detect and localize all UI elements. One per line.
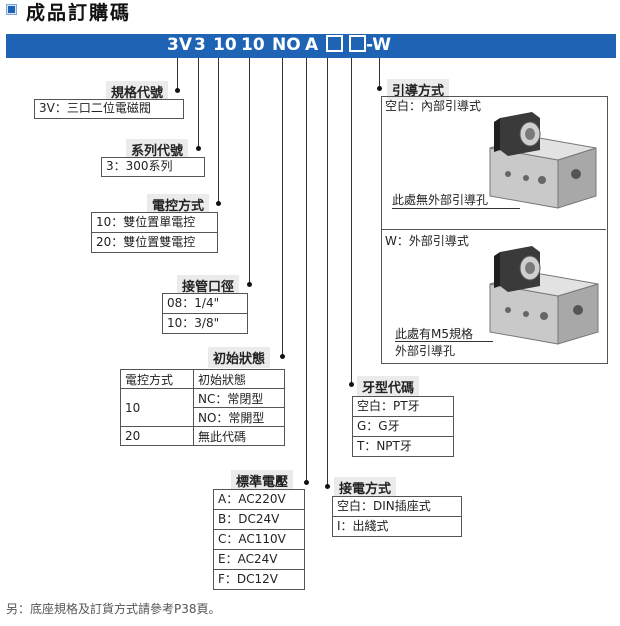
table-cell: NC：常閉型 [193,388,285,408]
leader-dot [247,282,252,287]
callout-line [392,208,520,209]
code-part-series: 3 [194,35,206,55]
port-option: 10：3/8" [167,316,220,330]
voltage-option: A：AC220V [214,490,304,510]
code-part-thread-box [349,35,366,52]
voltage-options: A：AC220V B：DC24V C：AC110V E：AC24V F：DC12… [213,489,305,590]
title-bullet-icon [6,4,17,15]
spec-code-label: 規格代號 [106,81,169,102]
divider [381,229,606,230]
code-part-connection-box [326,35,343,52]
code-part-model: 3V [167,35,192,55]
connection-option: 空白：DIN插座式 [333,497,461,517]
thread-option: 空白：PT牙 [353,397,453,417]
leader-line-thread [351,58,352,384]
connection-label: 接電方式 [334,477,397,498]
code-part-initial: NO [272,35,301,55]
order-code-bar: 3V 3 10 10 NO A -W [6,34,616,58]
port-label: 接管口徑 [177,275,240,296]
control-options: 10：雙位置單電控 20：雙位置雙電控 [91,212,218,253]
voltage-label: 標準電壓 [231,470,294,491]
table-header-cell: 初始狀態 [193,369,285,389]
leader-dot [175,88,180,93]
valve-external-pilot-image [489,246,599,345]
leader-line-port [249,58,250,284]
code-part-port: 10 [241,35,265,55]
voltage-option: F：DC12V [218,572,279,586]
leader-line-connection [327,58,328,486]
control-label: 電控方式 [147,194,210,215]
pilot-external-title: W：外部引導式 [385,234,469,248]
pilot-internal-title: 空白：內部引導式 [385,99,482,113]
valve-internal-pilot-image [489,112,597,209]
control-option: 10：雙位置單電控 [92,213,217,233]
initial-state-table: 電控方式 初始狀態 10 NC：常閉型 NO：常開型 20 無此代碼 [120,369,285,446]
connection-options: 空白：DIN插座式 I：出綫式 [332,496,462,537]
series-code-value: 3：300系列 [101,157,205,177]
leader-line-pilot [379,58,380,88]
pilot-external-note-line2: 外部引導孔 [395,344,456,358]
table-cell: 10 [120,388,194,427]
leader-line-control [218,58,219,203]
port-options: 08：1/4" 10：3/8" [162,293,248,334]
table-header-cell: 電控方式 [120,369,194,389]
table-cell: NO：常開型 [193,407,285,427]
leader-line-spec [177,58,178,90]
code-part-control: 10 [213,35,237,55]
table-cell: 20 [120,426,194,446]
leader-dot [377,86,382,91]
thread-options: 空白：PT牙 G：G牙 T：NPT牙 [352,396,454,457]
leader-dot [280,354,285,359]
series-code-label: 系列代號 [126,139,189,160]
thread-option: G：G牙 [353,417,453,437]
voltage-option: E：AC24V [214,550,304,570]
page-title: 成品訂購碼 [26,2,132,24]
control-option: 20：雙位置雙電控 [96,235,196,249]
table-cell: 無此代碼 [193,426,285,446]
code-part-voltage: A [305,35,319,55]
leader-dot [196,146,201,151]
pilot-options-frame [381,96,608,364]
pilot-external-note-line1: 此處有M5規格 [395,327,473,341]
leader-line-voltage [306,58,307,482]
code-part-pilot: -W [366,35,392,55]
callout-line [395,341,493,342]
thread-label: 牙型代碼 [357,376,420,397]
leader-dot [349,382,354,387]
voltage-option: C：AC110V [214,530,304,550]
leader-dot [304,480,309,485]
leader-dot [216,201,221,206]
pilot-label: 引導方式 [387,79,450,100]
spec-code-value: 3V：三口二位電磁閥 [34,99,184,119]
leader-line-initial [282,58,283,356]
port-option: 08：1/4" [163,294,247,314]
thread-option: T：NPT牙 [357,439,412,453]
leader-dot [325,484,330,489]
voltage-option: B：DC24V [214,510,304,530]
footer-note: 另：底座規格及訂貨方式請參考P38頁。 [6,602,221,616]
initial-state-label: 初始狀態 [208,347,271,368]
connection-option: I：出綫式 [337,519,389,533]
pilot-internal-note: 此處無外部引導孔 [392,193,489,207]
leader-line-series [198,58,199,148]
